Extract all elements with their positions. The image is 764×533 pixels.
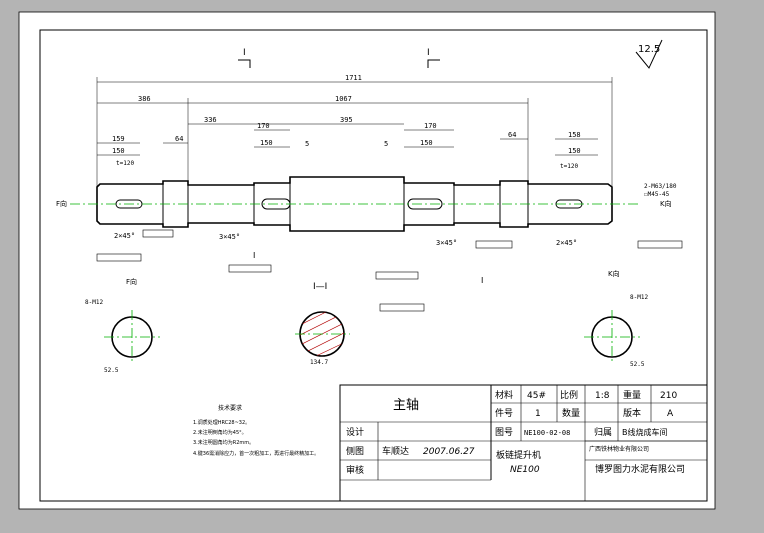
chamfer-note-4: 2×45° xyxy=(556,239,577,247)
view-k-endview: K向 8-M12 52.5 xyxy=(584,269,648,368)
material-label: 材料 xyxy=(495,389,513,401)
product-name: 板链提升机 xyxy=(496,449,541,461)
part-no-label: 件号 xyxy=(495,407,513,419)
tech-title: 技术要求 xyxy=(218,404,242,412)
draw-label: 侧图 xyxy=(346,445,364,457)
maker-name: 广西铁林物业有限公司 xyxy=(589,445,649,453)
dim-t120b: t=120 xyxy=(560,163,578,170)
third-dimension-row: 336 170 395 170 150 150 5 5 xyxy=(188,116,454,148)
part-name: 主轴 xyxy=(393,398,419,413)
section-marker-bottom-right: I xyxy=(481,276,483,285)
technical-requirements: 技术要求 1.调质处理HRC28~32。 2.未注明倒角均为45°。 3.未注明… xyxy=(193,404,319,457)
drafter-name: 车顺达 xyxy=(382,445,409,457)
belongs-label: 归属 xyxy=(594,426,612,438)
overall-dimension: 1711 xyxy=(96,74,613,200)
tech-item: 4.键36需消除应力，首一次粗加工，再进行最终精加工。 xyxy=(193,450,319,457)
dim-t120a: t=120 xyxy=(116,160,134,167)
paper xyxy=(18,11,716,510)
view-f-label: F向 xyxy=(56,199,67,208)
dim-170b: 170 xyxy=(424,122,437,130)
qty-label: 数量 xyxy=(562,407,580,419)
roughness-value: 12.5 xyxy=(638,44,660,55)
view-k-label: K向 xyxy=(660,199,672,208)
weight-label: 重量 xyxy=(623,389,641,401)
view-f-endview: F向 8-M12 52.5 xyxy=(85,277,160,374)
section-marker-left: I xyxy=(238,48,251,68)
dim-1711: 1711 xyxy=(345,74,362,82)
k-key-note: 8-M12 xyxy=(630,294,648,301)
version-value: A xyxy=(667,409,674,419)
belongs-value: B线烧成车间 xyxy=(622,427,668,437)
draw-date: 2007.06.27 xyxy=(423,447,475,457)
k-width-dim: 52.5 xyxy=(630,361,645,368)
part-no-value: 1 xyxy=(535,409,541,419)
end-dimensions: 159 150 t=120 64 64 158 150 t=120 xyxy=(97,131,598,170)
holes-note: 2-M63/180 xyxy=(644,183,677,190)
title-block: 主轴 材料 45# 比例 1:8 重量 210 件号 1 数量 版本 A 设计 … xyxy=(339,384,708,502)
design-label: 设计 xyxy=(346,426,364,438)
weight-value: 210 xyxy=(660,391,677,401)
dim-158: 158 xyxy=(568,131,581,139)
dim-150c: 150 xyxy=(112,147,125,155)
tech-item: 2.未注明倒角均为45°。 xyxy=(193,429,247,436)
company-name: 博罗图力水泥有限公司 xyxy=(595,463,685,475)
dim-64a: 64 xyxy=(175,135,183,143)
product-model: NE100 xyxy=(510,465,540,475)
dim-1067: 1067 xyxy=(335,95,352,103)
dim-5a: 5 xyxy=(305,140,309,148)
section-title: I—I xyxy=(313,282,327,292)
chamfer-note-3: 3×45° xyxy=(436,239,457,247)
section-width-dim: 134.7 xyxy=(310,359,328,366)
dim-150d: 150 xyxy=(568,147,581,155)
dim-64b: 64 xyxy=(508,131,516,139)
shaft-main-view xyxy=(70,176,640,232)
scale-value: 1:8 xyxy=(595,391,610,401)
dim-159: 159 xyxy=(112,135,125,143)
view-f-title: F向 xyxy=(126,277,137,286)
section-marker-bottom-left: I xyxy=(253,251,255,260)
dim-150a: 150 xyxy=(260,139,273,147)
drawing-no-label: 图号 xyxy=(495,427,513,438)
tolerance-frames xyxy=(96,229,683,312)
f-key-note: 8-M12 xyxy=(85,299,103,306)
review-label: 审核 xyxy=(346,464,364,476)
dim-336: 336 xyxy=(204,116,217,124)
tech-item: 1.调质处理HRC28~32。 xyxy=(193,419,250,426)
version-label: 版本 xyxy=(623,407,641,419)
f-width-dim: 52.5 xyxy=(104,367,119,374)
holes-note-2: ☐M45-45 xyxy=(644,191,670,198)
general-roughness-symbol: 12.5 xyxy=(635,39,663,69)
dim-395: 395 xyxy=(340,116,353,124)
section-marker-right: I xyxy=(427,48,440,68)
tech-item: 3.未注明圆角均为R2mm。 xyxy=(193,439,254,446)
drawing-no-value: NE100-02-08 xyxy=(524,429,570,437)
dim-5b: 5 xyxy=(384,140,388,148)
dim-150b: 150 xyxy=(420,139,433,147)
section-marker-label: I xyxy=(427,48,430,58)
material-value: 45# xyxy=(527,391,546,401)
second-dimension-row: 386 1067 xyxy=(97,95,529,190)
chamfer-note-1: 2×45° xyxy=(114,232,135,240)
dim-386: 386 xyxy=(138,95,151,103)
view-k-title: K向 xyxy=(608,269,620,278)
scale-label: 比例 xyxy=(560,389,578,401)
dim-170a: 170 xyxy=(257,122,270,130)
chamfer-note-2: 3×45° xyxy=(219,233,240,241)
section-marker-label: I xyxy=(243,48,246,58)
